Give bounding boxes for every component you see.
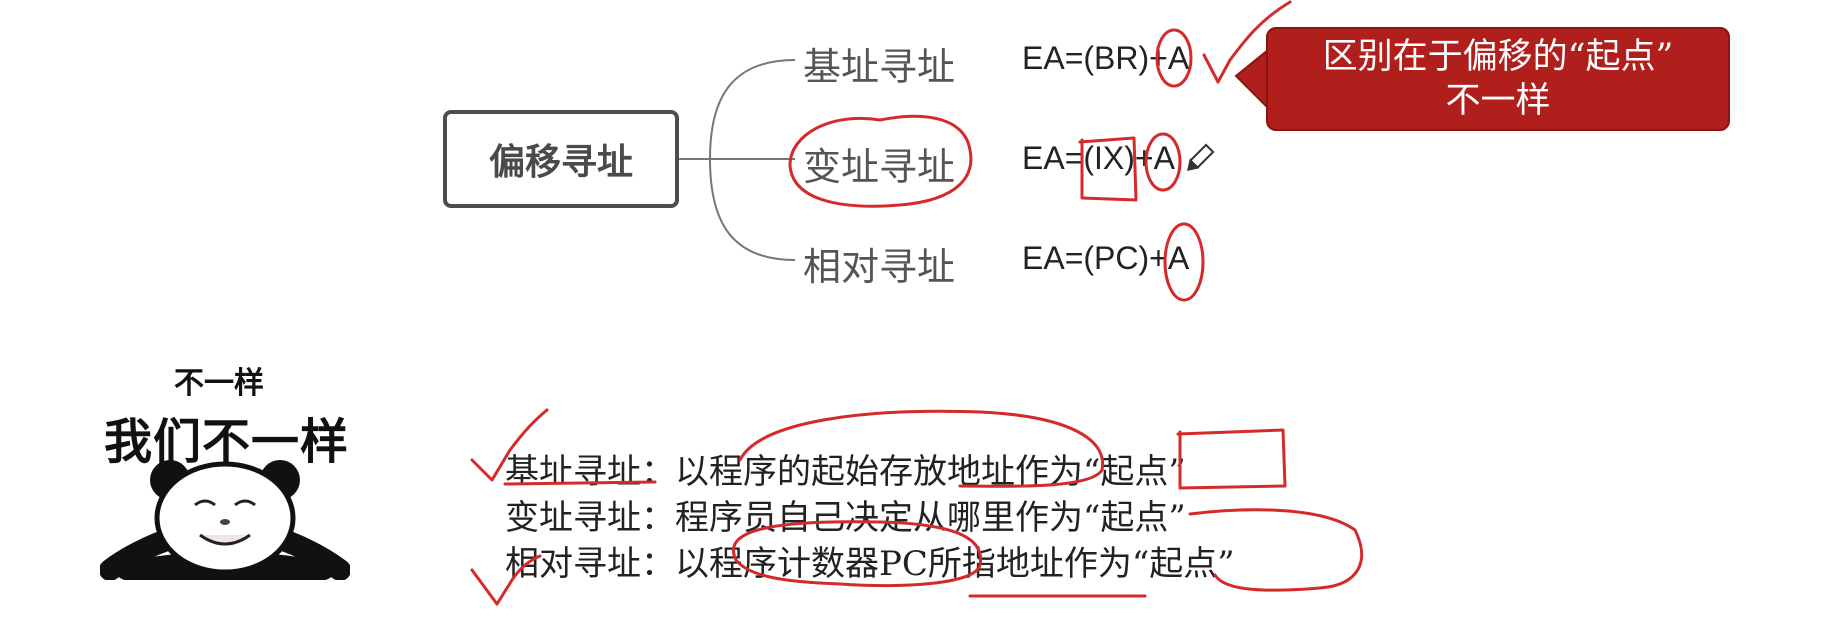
checkmark-base <box>472 410 547 480</box>
circle-program-counter <box>733 522 980 586</box>
box-origin-1 <box>1178 430 1285 488</box>
underline-base-label <box>505 482 655 484</box>
circle-a-relative <box>1165 224 1203 300</box>
circle-program-start <box>740 411 1103 486</box>
box-ix <box>1080 138 1136 200</box>
circle-a-base <box>1157 30 1191 86</box>
circle-a-index <box>1146 134 1180 190</box>
checkmark-top <box>1204 2 1290 82</box>
pencil-cursor-icon <box>1185 145 1213 173</box>
checkmark-relative <box>472 556 540 604</box>
circle-origin-3 <box>1190 510 1362 590</box>
circle-index-addressing <box>790 116 971 206</box>
